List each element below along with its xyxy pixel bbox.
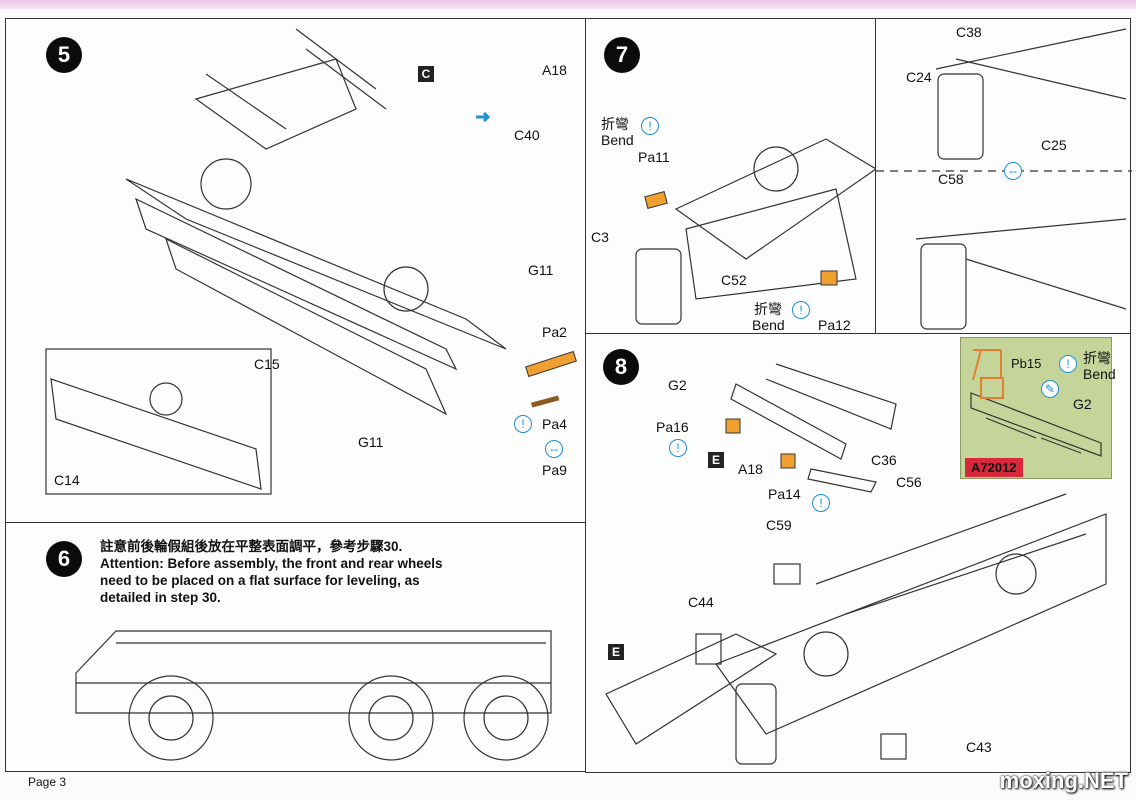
part-g2: G2	[668, 377, 687, 393]
part-a18: A18	[542, 62, 567, 78]
watermark: moxing.NET	[999, 768, 1128, 793]
part-c52: C52	[721, 272, 747, 288]
step-5-panel: 5 C A18 C40 G11 Pa2 Pa4 ! ⇔ Pa9 G11 C15 …	[5, 18, 586, 523]
step-number: 5	[46, 37, 82, 73]
step-8-panel: 8 G2 Pa16 ! E A18 Pa14 ! C36 C56 C59 C44…	[585, 333, 1131, 773]
bend-en: Bend	[601, 132, 634, 148]
attention-note: 註意前後輪假組後放在平整表面調平，參考步驟30. Attention: Befo…	[100, 538, 450, 606]
bend-zh: 折彎	[601, 116, 629, 132]
part-g2: G2	[1073, 396, 1092, 412]
callout-e-2: E	[608, 644, 624, 660]
bend-icon: !	[641, 117, 659, 135]
bend-icon: !	[669, 439, 687, 457]
step-number: 7	[604, 37, 640, 73]
bend-icon: !	[1059, 355, 1077, 373]
step-7-panel: 7 折彎 ! Bend Pa11 C3 C52 折彎 ! Bend Pa12	[585, 18, 877, 334]
bend-zh: 折彎	[1083, 350, 1111, 366]
part-pa4: Pa4	[542, 416, 567, 432]
callout-e: E	[708, 452, 724, 468]
step-5-drawing	[45, 28, 577, 495]
page-number: Page 3	[28, 775, 67, 789]
part-c14: C14	[54, 472, 80, 488]
inset-drawing	[970, 349, 1102, 457]
fold-icon: ⇔	[1004, 162, 1022, 180]
variant-code: A72012	[965, 458, 1023, 477]
bend-icon: !	[812, 494, 830, 512]
sub-step-drawing	[876, 28, 1132, 330]
part-c15: C15	[254, 356, 280, 372]
step-6-panel: 6	[5, 522, 586, 772]
part-c43: C43	[966, 739, 992, 755]
part-pa14: Pa14	[768, 486, 801, 502]
step-8-drawing	[605, 363, 1107, 765]
bend-icon: !	[792, 301, 810, 319]
part-c36: C36	[871, 452, 897, 468]
part-c59: C59	[766, 517, 792, 533]
part-pa2: Pa2	[542, 324, 567, 340]
step-number: 8	[603, 349, 639, 385]
part-c24: C24	[906, 69, 932, 85]
part-c25: C25	[1041, 137, 1067, 153]
top-color-bar	[0, 0, 1136, 9]
step-6-drawing	[75, 630, 552, 761]
part-g11: G11	[528, 262, 554, 278]
bend-en: Bend	[1083, 366, 1116, 382]
glue-icon: ✎	[1041, 380, 1059, 398]
part-c40: C40	[514, 127, 540, 143]
part-pb15: Pb15	[1011, 356, 1042, 371]
part-a18: A18	[738, 461, 763, 477]
part-c58: C58	[938, 171, 964, 187]
part-c38: C38	[956, 24, 982, 40]
bend-zh-2: 折彎	[754, 301, 782, 317]
variant-inset: Pb15 ! ✎ 折彎 Bend G2	[960, 337, 1116, 479]
note-chinese: 註意前後輪假組後放在平整表面調平，參考步驟30.	[100, 539, 403, 554]
part-c44: C44	[688, 594, 714, 610]
part-pa12: Pa12	[818, 317, 851, 333]
sub-step-panel: C38 C24 C25 ⇔ C58	[875, 18, 1132, 334]
bend-icon: !	[514, 415, 532, 433]
step-number: 6	[46, 541, 82, 577]
bend-en-2: Bend	[752, 317, 785, 333]
callout-c: C	[418, 66, 434, 82]
note-english: Attention: Before assembly, the front an…	[100, 556, 443, 605]
part-c3: C3	[591, 229, 609, 245]
part-pa11: Pa11	[638, 149, 670, 165]
part-c56: C56	[896, 474, 922, 490]
part-g11-lower: G11	[358, 434, 384, 450]
part-pa16: Pa16	[656, 419, 689, 435]
fold-icon: ⇔	[545, 440, 563, 458]
part-pa9: Pa9	[542, 462, 567, 478]
